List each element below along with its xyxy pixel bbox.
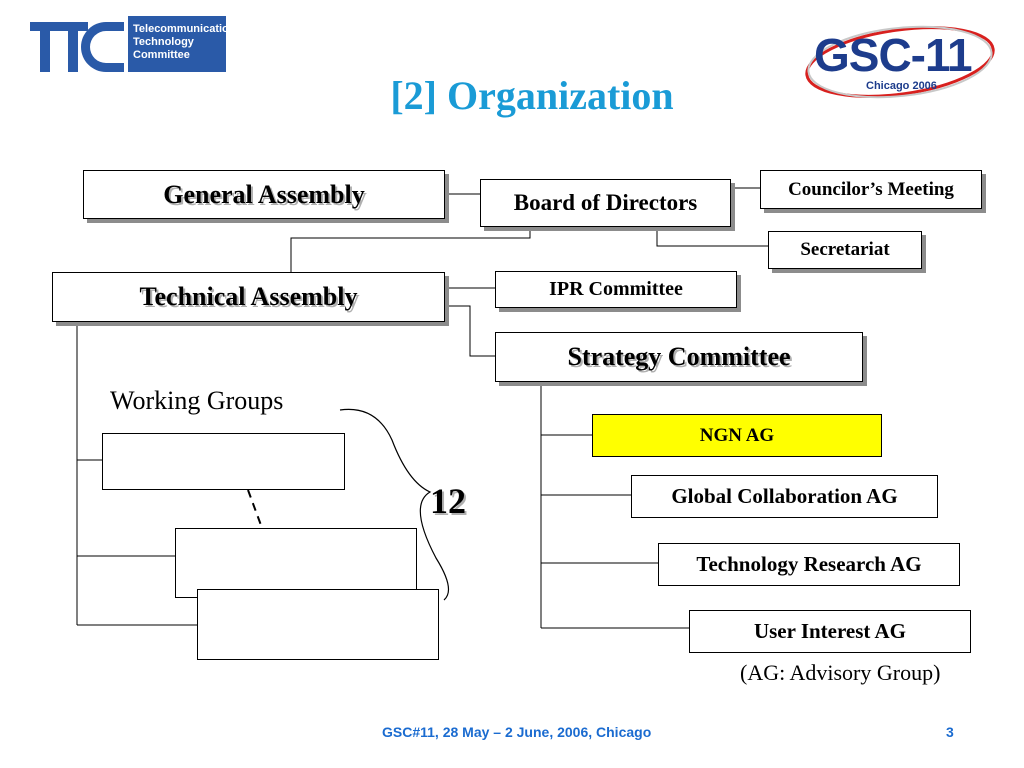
secretariat-label: Secretariat [800,239,890,260]
global-collaboration-ag-box: Global Collaboration AG [631,475,938,518]
ipr-committee-label: IPR Committee [549,278,683,300]
technology-research-ag-label: Technology Research AG [696,552,922,576]
secretariat-box: Secretariat [768,231,922,269]
gsc-logo: GSC-11 Chicago 2006 [800,16,1000,100]
working-group-box [102,433,345,490]
ttc-line-2: Technology [133,36,194,48]
gsc-logo-text: GSC-11 [814,29,973,81]
ttc-logo: Telecommunication Technology Committee [30,16,236,72]
councilors-meeting-label: Councilor’s Meeting [788,178,954,200]
technology-research-ag-box: Technology Research AG [658,543,960,586]
page-number: 3 [946,724,954,740]
board-of-directors-box: Board of Directors [480,179,731,227]
working-group-box [175,528,417,598]
ipr-committee-box: IPR Committee [495,271,737,308]
strategy-committee-box: Strategy Committee [495,332,863,382]
working-groups-count: 12 [430,481,466,521]
strategy-committee-label: Strategy Committee [567,342,791,371]
ngn-ag-label: NGN AG [699,424,775,446]
gsc-swoosh-icon [805,25,995,99]
general-assembly-label: General Assembly [163,179,365,209]
technical-assembly-box: Technical Assembly [52,272,445,322]
gsc-logo-subtitle: Chicago 2006 [866,80,937,92]
ttc-name-box: Telecommunication Technology Committee [128,16,236,72]
ag-note: (AG: Advisory Group) [740,660,941,685]
ttc-line-1: Telecommunication [133,23,236,35]
slide-title: [2] Organization [390,73,674,118]
ttc-letters-logo [30,22,124,72]
user-interest-ag-box: User Interest AG [689,610,971,653]
footer-text: GSC#11, 28 May – 2 June, 2006, Chicago [382,724,652,740]
general-assembly-box: General Assembly [83,170,445,219]
ngn-ag-box: NGN AG [592,414,882,457]
board-of-directors-label: Board of Directors [513,190,698,215]
councilors-meeting-box: Councilor’s Meeting [760,170,982,209]
user-interest-ag-label: User Interest AG [753,619,907,643]
technical-assembly-label: Technical Assembly [139,282,358,311]
ttc-line-3: Committee [133,49,190,61]
global-collaboration-ag-label: Global Collaboration AG [671,484,898,508]
working-groups-label: Working Groups [110,386,284,415]
working-group-box [197,589,439,660]
